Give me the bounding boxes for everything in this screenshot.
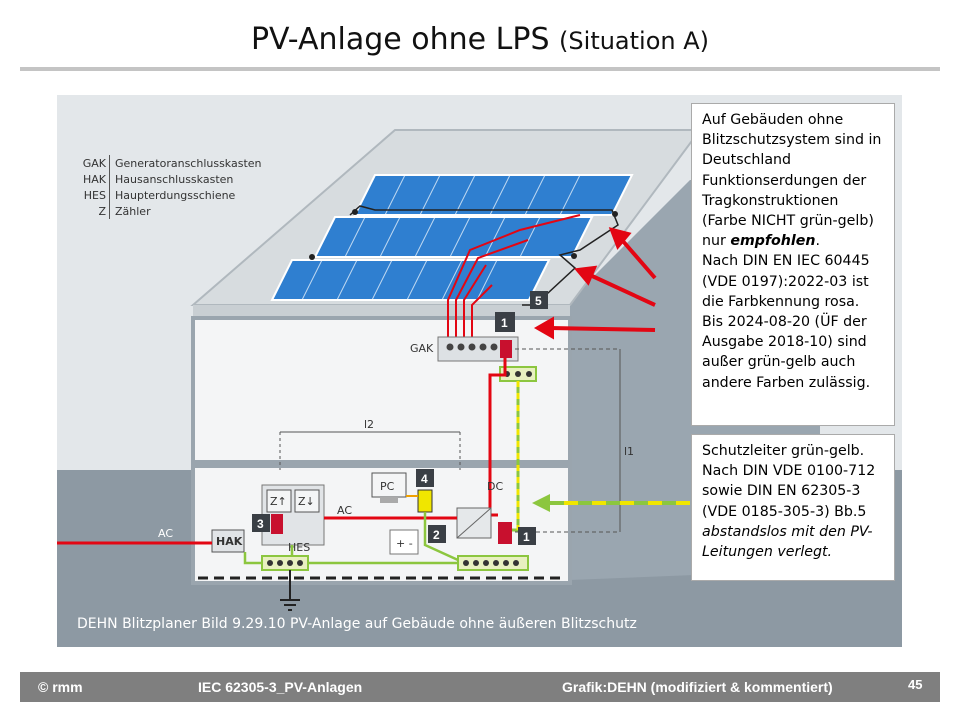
svg-text:2: 2	[433, 528, 440, 542]
annotation-arrow-green	[532, 494, 690, 512]
note-top-paragraph-2: Nach DIN EN IEC 60445 (VDE 0197):2022-03…	[702, 253, 871, 391]
l1-label: l1	[624, 445, 634, 458]
meter-out	[294, 489, 320, 513]
battery-label: + -	[396, 537, 413, 550]
pc-surge-protector	[417, 489, 433, 513]
note-bottom-paragraph: Schutzleiter grün-gelb. Nach DIN VDE 010…	[702, 443, 876, 561]
floor-slab	[193, 460, 570, 468]
dc-cable-down	[488, 358, 507, 517]
meter-surge-protector	[271, 514, 283, 534]
note-functional-earthing: Auf Gebäuden ohne Blitzschutzsystem sind…	[691, 103, 895, 426]
pc-label: PC	[380, 480, 395, 493]
legend-divider	[109, 155, 110, 219]
svg-text:4: 4	[421, 472, 428, 486]
pv-dc-cables	[447, 214, 581, 340]
functional-earth-wire	[349, 205, 619, 306]
footer-bar: © rmm IEC 62305-3_PV-Anlagen Grafik:DEHN…	[20, 672, 940, 702]
inverter-surge-protector	[498, 522, 512, 544]
badge-1-inverter: 1	[518, 527, 536, 545]
badge-2-inverter: 2	[428, 525, 446, 543]
gak-terminals	[446, 343, 498, 351]
equipotential-wires	[243, 512, 459, 565]
svg-text:1: 1	[523, 530, 530, 544]
pv-panel-3	[270, 259, 551, 301]
hak-label: HAK	[216, 535, 243, 548]
footer-document: IEC 62305-3_PV-Anlagen	[198, 679, 363, 695]
meter-in-label: Z↑	[270, 495, 287, 508]
meter-in	[266, 489, 292, 513]
svg-text:5: 5	[535, 294, 542, 308]
footer-source: Grafik:DEHN (modifiziert & kommentiert)	[562, 679, 833, 695]
battery-icon	[389, 529, 419, 555]
pc-monitor	[371, 472, 407, 498]
svg-text:1: 1	[501, 316, 508, 330]
pv-panel-1	[353, 174, 634, 216]
gak-label: GAK	[410, 342, 434, 355]
pv-cell-grid	[301, 174, 581, 301]
gak-surge-protector	[500, 340, 512, 358]
badge-5-roof: 5	[530, 291, 548, 309]
svg-text:3: 3	[257, 517, 264, 531]
annotation-arrows-red	[533, 227, 657, 340]
note-top-paragraph-1: Auf Gebäuden ohne Blitzschutzsystem sind…	[702, 112, 882, 250]
title-main: PV-Anlage ohne LPS	[250, 22, 550, 57]
badge-3-meter: 3	[252, 514, 270, 532]
hes-label: HES	[288, 541, 310, 554]
hak-box	[211, 529, 245, 553]
roof-edge	[193, 305, 570, 318]
l2-label: l2	[364, 418, 374, 431]
meter-out-label: Z↓	[298, 495, 315, 508]
dc-label: DC	[487, 480, 503, 493]
page-number: 45	[908, 677, 923, 692]
slide-title: PV-Anlage ohne LPS (Situation A)	[0, 22, 960, 57]
title-underline	[20, 67, 940, 71]
note-protective-conductor: Schutzleiter grün-gelb. Nach DIN VDE 010…	[691, 434, 895, 581]
ac-outside-label: AC	[158, 527, 173, 540]
footer-copyright: © rmm	[38, 679, 83, 695]
figure-caption: DEHN Blitzplaner Bild 9.29.10 PV-Anlage …	[77, 616, 637, 632]
ac-inside-label: AC	[337, 504, 352, 517]
title-sub: (Situation A)	[559, 27, 710, 55]
badge-4-pc: 4	[416, 469, 434, 487]
badge-1-gak: 1	[495, 312, 515, 332]
